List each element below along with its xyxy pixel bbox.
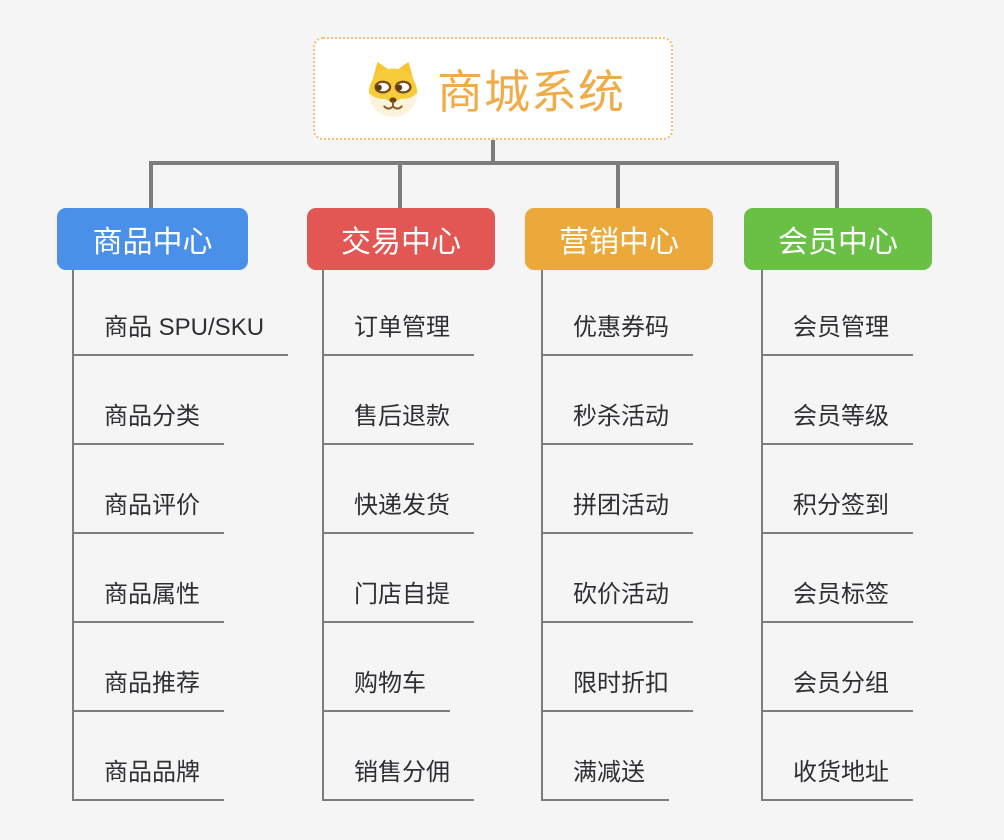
sub-topic[interactable]: 收货地址 — [761, 757, 913, 801]
branch-topic-label: 会员中心 — [778, 226, 898, 259]
sub-topic[interactable]: 快递发货 — [322, 490, 474, 534]
branch-topic[interactable]: 商品中心 — [57, 208, 248, 270]
sub-topic[interactable]: 商品分类 — [72, 401, 224, 445]
branch-drop-line — [616, 161, 620, 208]
root-topic-label: 商城系统 — [437, 65, 625, 118]
branch-topic-label: 交易中心 — [341, 226, 461, 259]
sub-topic[interactable]: 商品推荐 — [72, 668, 224, 712]
sub-topic[interactable]: 商品评价 — [72, 490, 224, 534]
sub-topic[interactable]: 会员等级 — [761, 401, 913, 445]
branch-trunk-line — [761, 270, 763, 801]
sub-topic[interactable]: 秒杀活动 — [541, 401, 693, 445]
sub-topic[interactable]: 门店自提 — [322, 579, 474, 623]
branch-drop-line — [398, 161, 402, 208]
root-connector-line — [491, 140, 495, 165]
branch-bus-line — [149, 161, 839, 165]
branch-topic-label: 营销中心 — [559, 226, 679, 259]
sub-topic[interactable]: 售后退款 — [322, 401, 474, 445]
sub-topic[interactable]: 会员标签 — [761, 579, 913, 623]
sub-topic[interactable]: 会员分组 — [761, 668, 913, 712]
branch-trunk-line — [322, 270, 324, 801]
branch-topic[interactable]: 营销中心 — [525, 208, 713, 270]
dog-face-icon — [361, 58, 425, 120]
sub-topic[interactable]: 砍价活动 — [541, 579, 693, 623]
sub-topic[interactable]: 商品属性 — [72, 579, 224, 623]
branch-drop-line — [835, 161, 839, 208]
branch-topic-label: 商品中心 — [92, 226, 213, 259]
sub-topic[interactable]: 拼团活动 — [541, 490, 693, 534]
sub-topic[interactable]: 商品 SPU/SKU — [72, 312, 289, 356]
sub-topic[interactable]: 优惠券码 — [541, 312, 693, 356]
sub-topic[interactable]: 积分签到 — [761, 490, 913, 534]
sub-topic[interactable]: 满减送 — [541, 757, 669, 801]
sub-topic[interactable]: 商品品牌 — [72, 757, 224, 801]
sub-topic[interactable]: 会员管理 — [761, 312, 913, 356]
sub-topic[interactable]: 销售分佣 — [322, 757, 474, 801]
branch-drop-line — [149, 161, 153, 208]
sub-topic[interactable]: 订单管理 — [322, 312, 474, 356]
branch-topic[interactable]: 会员中心 — [744, 208, 932, 270]
branch-topic[interactable]: 交易中心 — [307, 208, 495, 270]
sub-topic[interactable]: 限时折扣 — [541, 668, 693, 712]
branch-trunk-line — [541, 270, 543, 801]
root-topic[interactable]: 商城系统 — [313, 37, 673, 140]
sub-topic[interactable]: 购物车 — [322, 668, 450, 712]
branch-trunk-line — [72, 270, 74, 801]
